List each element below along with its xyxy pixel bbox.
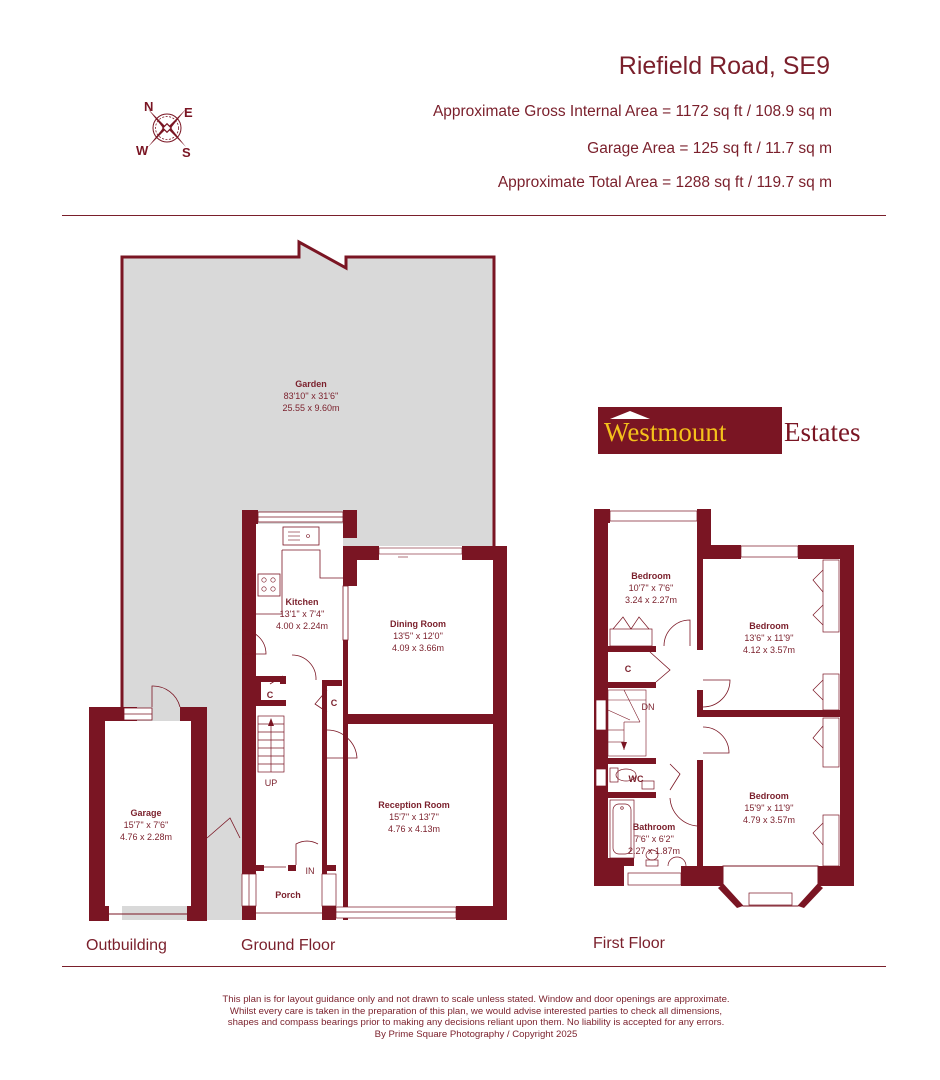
disclaimer: This plan is for layout guidance only an… [0,994,940,1040]
house-roof-icon [610,411,650,419]
bathroom-name: Bathroom [633,822,676,832]
outbuilding-label: Outbuilding [86,937,167,954]
kitchen-name: Kitchen [285,597,318,607]
property-title: Riefield Road, SE9 [618,52,830,80]
copyright: By Prime Square Photography / Copyright … [374,1028,578,1040]
wardrobes [609,559,840,867]
disclaimer-line: Whilst every care is taken in the prepar… [229,1005,723,1017]
reception-room-imperial: 15'7'' x 13'7'' [389,812,439,822]
dining-room-name: Dining Room [390,619,446,629]
disclaimer-line: shapes and compass bearings prior to mak… [227,1017,725,1028]
reception-room-metric: 4.76 x 4.13m [388,824,440,834]
first-floor-label: First Floor [593,935,665,952]
garage-name: Garage [130,808,161,818]
porch-name: Porch [275,890,301,900]
garden-metric: 25.55 x 9.60m [282,403,339,413]
bedroom-1-imperial: 10'7'' x 7'6'' [629,583,674,593]
dining-room-metric: 4.09 x 3.66m [392,643,444,653]
bedroom-3-name: Bedroom [749,791,789,801]
bedroom-2-metric: 4.12 x 3.57m [743,645,795,655]
logo-primary: Westmount [604,417,727,447]
kitchen-metric: 4.00 x 2.24m [276,621,328,631]
garage [89,707,207,921]
bedroom-1-name: Bedroom [631,571,671,581]
header-divider [62,215,886,216]
footer-divider [62,966,886,967]
garden-area [122,242,494,920]
bedroom-2-imperial: 13'6'' x 11'9'' [744,633,793,643]
cupboard-mark: C [331,698,338,708]
cupboard-mark: C [625,664,632,674]
logo-secondary: Estates [784,417,861,447]
garden-imperial: 83'10'' x 31'6'' [284,391,339,401]
reception-room-name: Reception Room [378,800,450,810]
entrance-mark: IN [306,866,315,876]
ground-floor-walls [242,510,507,920]
garden-name: Garden [295,379,327,389]
garage-imperial: 15'7'' x 7'6'' [124,820,169,830]
ground-floor-plan: Garden 83'10'' x 31'6'' 25.55 x 9.60m Ga… [89,239,507,921]
compass-w: W [136,143,149,158]
bedroom-2-name: Bedroom [749,621,789,631]
kitchen-imperial: 13'1'' x 7'4'' [280,609,325,619]
bedroom-1-metric: 3.24 x 2.27m [625,595,677,605]
garage-metric: 4.76 x 2.28m [120,832,172,842]
compass-e: E [184,105,193,120]
cupboard-mark: C [267,690,274,700]
ground-floor-label: Ground Floor [241,937,336,954]
compass-rose-icon: N E W S [136,99,193,160]
compass-n: N [144,99,153,114]
garage-area: Garage Area = 125 sq ft / 11.7 sq m [587,140,832,157]
wc-name: WC [629,774,644,784]
staircase [257,715,285,773]
dining-room-imperial: 13'5'' x 12'0'' [393,631,443,641]
bathroom-imperial: 7'6'' x 6'2'' [634,834,674,844]
compass-s: S [182,145,191,160]
bedroom-3-imperial: 15'9'' x 11'9'' [744,803,793,813]
stairs-up-mark: UP [265,778,278,788]
bathroom-fixtures [609,767,687,867]
gross-internal-area: Approximate Gross Internal Area = 1172 s… [432,103,832,120]
bedroom-3-metric: 4.79 x 3.57m [743,815,795,825]
total-area: Approximate Total Area = 1288 sq ft / 11… [497,174,832,191]
first-floor-plan: Bedroom 10'7'' x 7'6'' 3.24 x 2.27m Bedr… [594,509,854,908]
stairs-down-mark: DN [642,702,655,712]
bathroom-metric: 2.27 x 1.87m [628,846,680,856]
disclaimer-line: This plan is for layout guidance only an… [222,994,730,1005]
staircase [607,689,647,757]
